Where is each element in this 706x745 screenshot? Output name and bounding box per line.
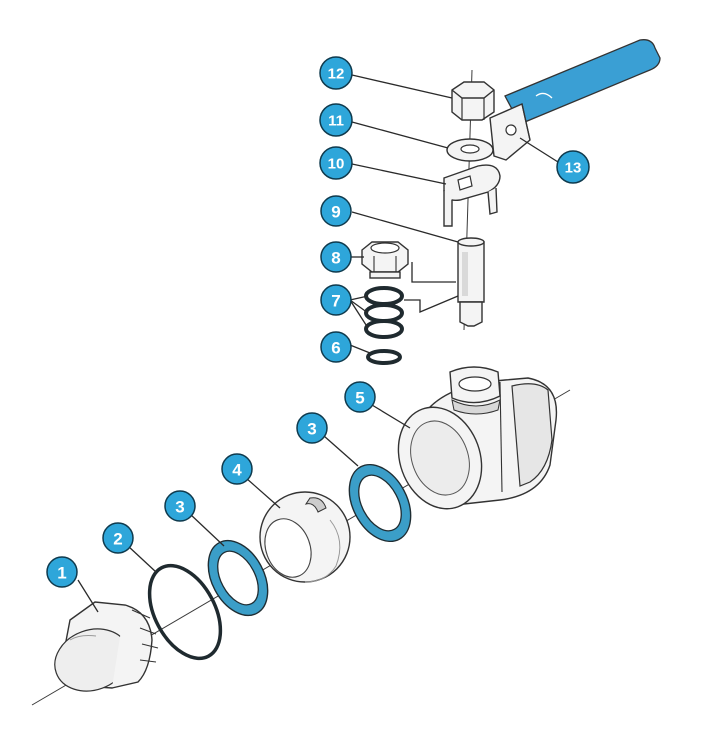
- part-stop-plate: [443, 164, 501, 227]
- callout-10: 10: [319, 146, 353, 180]
- part-handle: [489, 39, 661, 161]
- svg-text:4: 4: [232, 461, 242, 480]
- svg-text:3: 3: [307, 420, 316, 439]
- callout-4: 4: [221, 453, 253, 485]
- svg-text:7: 7: [331, 292, 340, 311]
- svg-text:10: 10: [328, 156, 345, 173]
- part-gland-nut: [361, 241, 409, 279]
- svg-text:13: 13: [565, 160, 582, 177]
- part-stem: [457, 237, 485, 327]
- callout-3-right: 3: [296, 412, 328, 444]
- svg-text:9: 9: [331, 203, 340, 222]
- part-valve-body: [397, 366, 558, 510]
- leader-lines: [77, 74, 559, 613]
- svg-text:6: 6: [331, 339, 340, 358]
- callout-12: 12: [319, 56, 353, 90]
- assembly-guide-lines: [404, 262, 459, 313]
- svg-text:11: 11: [328, 113, 344, 130]
- svg-text:12: 12: [328, 66, 345, 83]
- svg-text:2: 2: [113, 530, 122, 549]
- part-seat-right: [348, 463, 412, 543]
- part-stem-nut: [451, 81, 495, 121]
- callout-6: 6: [320, 331, 352, 363]
- callout-9: 9: [320, 195, 352, 227]
- callout-13: 13: [556, 150, 590, 184]
- callout-8: 8: [320, 241, 352, 273]
- part-packing-rings: [364, 286, 404, 339]
- svg-text:1: 1: [57, 564, 66, 583]
- callout-5: 5: [344, 381, 376, 413]
- part-washer: [446, 138, 494, 162]
- callout-11: 11: [319, 103, 353, 137]
- svg-text:8: 8: [331, 249, 340, 268]
- callout-1: 1: [46, 556, 78, 588]
- svg-text:3: 3: [175, 498, 184, 517]
- part-stem-oring: [366, 349, 402, 365]
- part-seat-left: [207, 539, 269, 617]
- callout-2: 2: [102, 522, 134, 554]
- svg-text:5: 5: [355, 389, 364, 408]
- callout-3-left: 3: [164, 490, 196, 522]
- part-ball: [259, 491, 351, 583]
- part-end-cap-gasket: [147, 563, 223, 661]
- part-end-cap: [54, 601, 159, 692]
- callout-7: 7: [320, 284, 352, 316]
